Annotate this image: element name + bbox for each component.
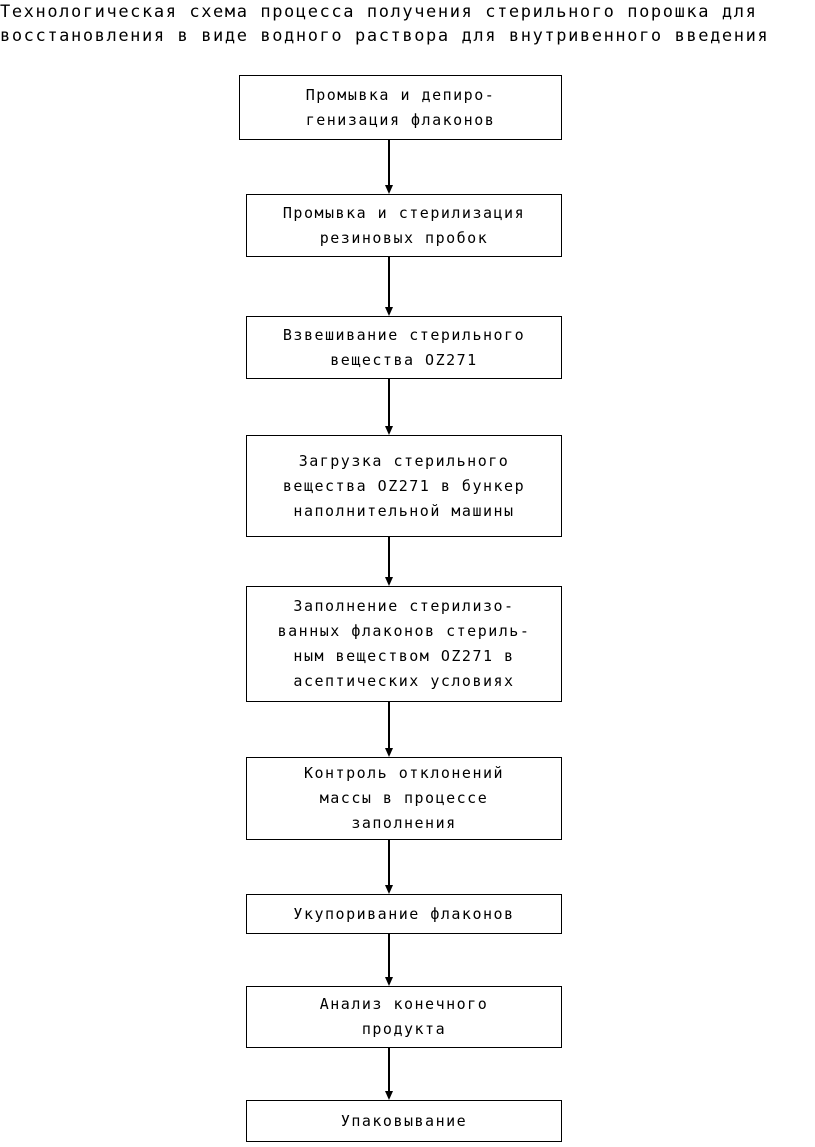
arrow-head-icon	[384, 977, 393, 986]
node-text-line: Промывка и депиро-	[305, 85, 496, 104]
node-text-line: ванных флаконов стериль-	[277, 622, 531, 640]
node-text-line: ным веществом OZ271 в	[293, 647, 515, 665]
arrow-6-to-7	[382, 840, 396, 894]
node-text-line: вещества OZ271	[330, 350, 478, 369]
arrow-head-icon	[384, 885, 393, 894]
flowchart-node-filling-sterilized-vials: Заполнение стерилизо-ванных флаконов сте…	[246, 586, 562, 702]
arrow-shaft	[388, 257, 390, 309]
diagram-title-line-2: восстановления в виде водного раствора д…	[0, 26, 770, 46]
arrow-1-to-2	[382, 140, 396, 194]
node-text-line: продукта	[361, 1020, 447, 1038]
node-text-line: генизация флаконов	[305, 110, 496, 129]
arrow-shaft	[388, 537, 390, 579]
flowchart-node-wash-sterilization-rubber-stoppers: Промывка и стерилизация резиновых пробок	[246, 194, 562, 257]
flowchart-node-weighing-sterile-substance: Взвешивание стерильного вещества OZ271	[246, 316, 562, 379]
arrow-shaft	[388, 140, 390, 187]
arrow-3-to-4	[382, 379, 396, 435]
arrow-shaft	[388, 1048, 390, 1093]
node-text-line: заполнения	[351, 814, 457, 832]
node-text-line: вещества OZ271 в бункер	[282, 476, 526, 495]
flowchart-node-packaging: Упаковывание	[246, 1100, 562, 1142]
node-text-line: Загрузка стерильного	[298, 451, 510, 470]
arrow-head-icon	[384, 185, 393, 194]
flowchart-node-wash-depyrogenation-vials: Промывка и депиро-генизация флаконов	[239, 75, 562, 140]
node-text-line: Заполнение стерилизо-	[293, 597, 515, 615]
node-text-line: Контроль отклонений	[303, 764, 505, 782]
arrow-shaft	[388, 379, 390, 428]
diagram-title-line-1: Технологическая схема процесса получения…	[0, 2, 758, 22]
node-text-line: Укупоривание флаконов	[293, 904, 515, 923]
node-text-line: Промывка и стерилизация	[282, 203, 526, 222]
arrow-shaft	[388, 934, 390, 979]
flowchart-node-final-product-analysis: Анализ конечного продукта	[246, 986, 562, 1048]
arrow-head-icon	[384, 577, 393, 586]
node-text-line: наполнительной машины	[293, 501, 515, 520]
arrow-head-icon	[384, 1091, 393, 1100]
flowchart-node-capping-vials: Укупоривание флаконов	[246, 894, 562, 934]
node-text-line: Упаковывание	[340, 1111, 468, 1130]
arrow-4-to-5	[382, 537, 396, 586]
arrow-2-to-3	[382, 257, 396, 316]
diagram-title: Технологическая схема процесса получения…	[0, 0, 815, 48]
arrow-head-icon	[384, 748, 393, 757]
arrow-shaft	[388, 840, 390, 887]
node-text-line: резиновых пробок	[319, 228, 489, 247]
arrow-shaft	[388, 702, 390, 750]
node-text-line: асептических условиях	[293, 672, 515, 690]
arrow-5-to-6	[382, 702, 396, 757]
flowchart-node-loading-substance-into-hopper: Загрузка стерильного вещества OZ271 в бун…	[246, 435, 562, 537]
node-text-line: Анализ конечного	[319, 995, 489, 1013]
arrow-head-icon	[384, 307, 393, 316]
node-text-line: массы в процессе	[319, 789, 489, 807]
arrow-8-to-9	[382, 1048, 396, 1100]
node-text-line: Взвешивание стерильного	[282, 325, 526, 344]
arrow-7-to-8	[382, 934, 396, 986]
flowchart-node-mass-deviation-control: Контроль отклонений массы в процессе запол…	[246, 757, 562, 840]
arrow-head-icon	[384, 426, 393, 435]
